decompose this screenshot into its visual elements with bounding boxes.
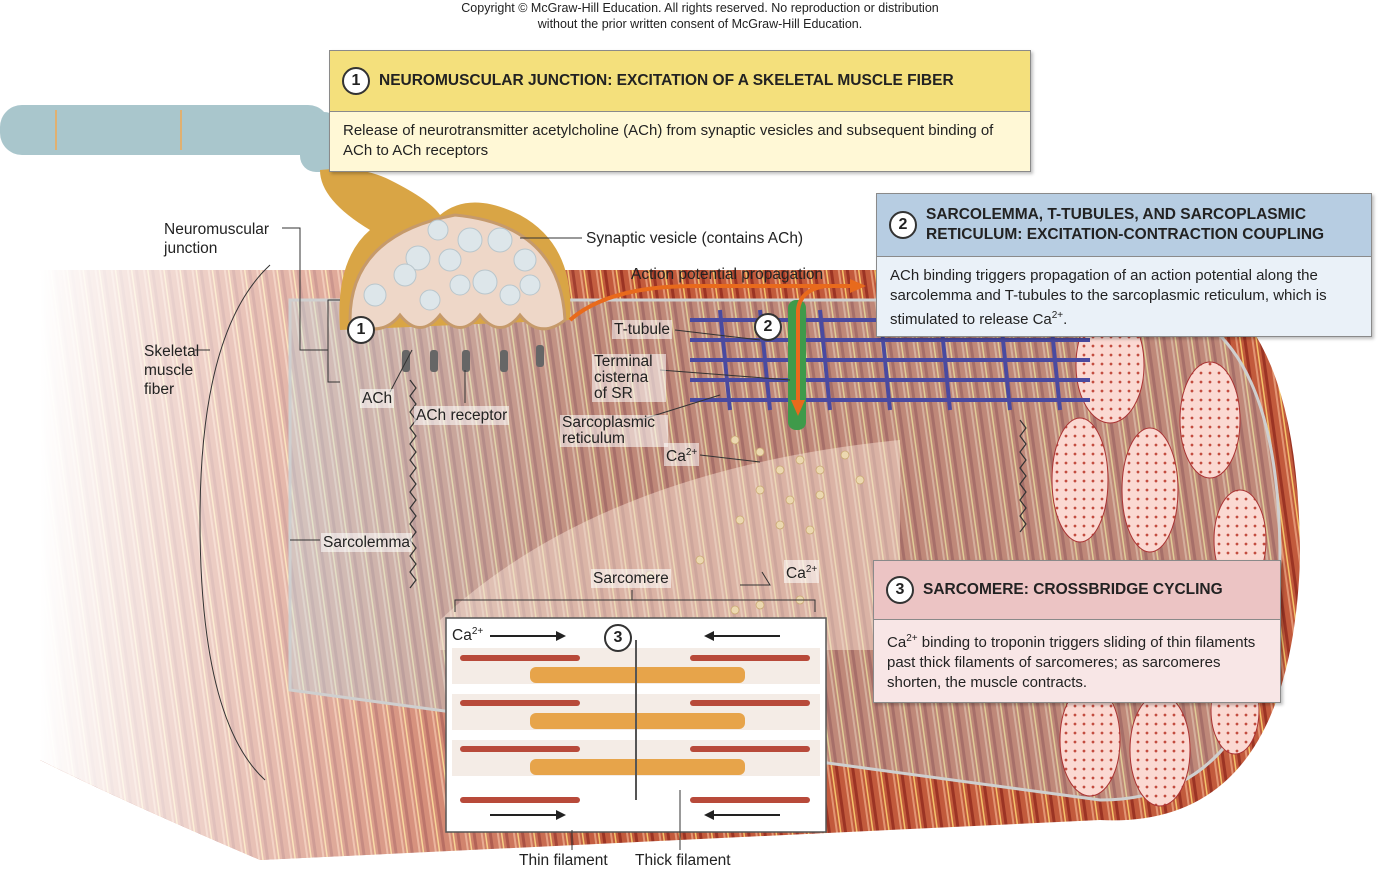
step-2-description: ACh binding triggers propagation of an a… <box>890 267 1327 328</box>
synaptic-vesicles <box>363 219 541 311</box>
step-3-box: 3 SARCOMERE: CROSSBRIDGE CYCLING Ca2+ bi… <box>873 560 1281 703</box>
label-t-tubule: T-tubule <box>612 320 673 339</box>
label-leader-lines <box>195 227 816 850</box>
step-1-number: 1 <box>342 67 370 95</box>
step-1-box: 1 NEUROMUSCULAR JUNCTION: EXCITATION OF … <box>329 50 1031 172</box>
label-ach: ACh <box>360 389 395 408</box>
action-potential-arrow <box>568 279 866 416</box>
copyright-notice: Copyright © McGraw-Hill Education. All r… <box>461 1 939 31</box>
label-ca-ion-inset: Ca2+ <box>452 626 484 645</box>
step-2-title: SARCOLEMMA, T-TUBULES, AND SARCOPLASMIC … <box>926 206 1325 243</box>
label-sarcoplasmic-reticulum: Sarcoplasmic reticulum <box>560 415 668 447</box>
step-3-title: SARCOMERE: CROSSBRIDGE CYCLING <box>923 581 1223 598</box>
step-3-number: 3 <box>886 576 914 604</box>
step-2-number: 2 <box>889 211 917 239</box>
cutaway-panel <box>440 440 900 650</box>
step-1-description: Release of neurotransmitter acetylcholin… <box>343 122 994 159</box>
label-thick-filament: Thick filament <box>635 852 731 869</box>
label-sarcomere: Sarcomere <box>591 569 671 588</box>
marker-step-2: 2 <box>754 313 782 341</box>
label-skeletal-muscle-fiber: Skeletal muscle fiber <box>144 343 200 398</box>
axon-myelin <box>0 105 340 172</box>
label-ach-receptor: ACh receptor <box>414 406 510 425</box>
sarcomere-inset <box>445 617 827 833</box>
label-neuromuscular-junction: Neuromuscular junction <box>164 221 270 257</box>
label-ca-ion-sarcomere: Ca2+ <box>784 560 820 584</box>
step-3-description: Ca2+ binding to troponin triggers slidin… <box>887 633 1256 691</box>
step-1-title: NEUROMUSCULAR JUNCTION: EXCITATION OF A … <box>379 72 954 89</box>
marker-step-3: 3 <box>604 624 632 652</box>
step-2-box: 2 SARCOLEMMA, T-TUBULES, AND SARCOPLASMI… <box>876 193 1372 337</box>
label-synaptic-vesicle: Synaptic vesicle (contains ACh) <box>584 229 806 248</box>
label-sarcolemma: Sarcolemma <box>321 533 412 552</box>
z-lines <box>409 379 1027 589</box>
myofibril-cross-sections <box>1051 306 1267 807</box>
nerve-terminal <box>320 168 571 331</box>
label-terminal-cisterna: Terminal cisterna of SR <box>592 354 666 402</box>
label-action-potential: Action potential propagation <box>631 266 824 283</box>
label-thin-filament: Thin filament <box>519 852 608 869</box>
label-ca-ion-sr: Ca2+ <box>664 443 700 467</box>
marker-step-1: 1 <box>347 316 375 344</box>
